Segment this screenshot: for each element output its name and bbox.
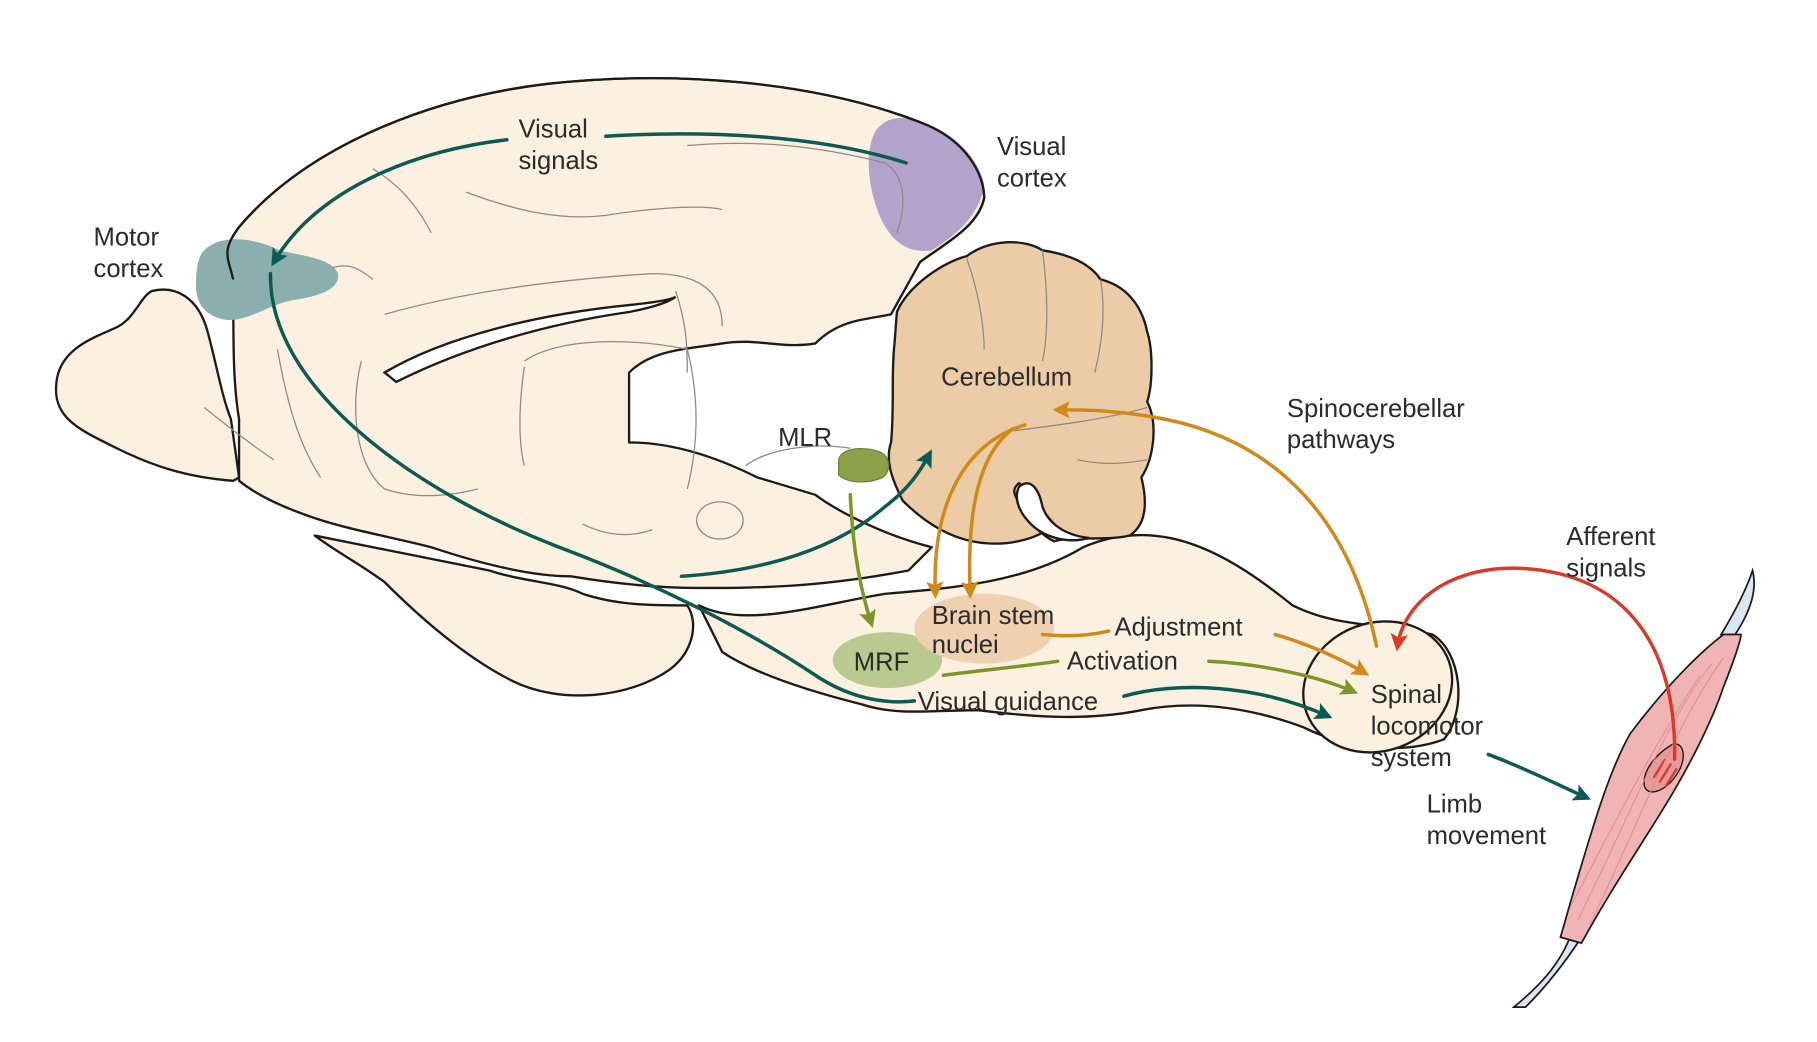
label-brain-stem-nuclei-2: nuclei <box>932 631 999 659</box>
limb-movement-arrow <box>1486 752 1591 801</box>
label-motor-cortex-2: cortex <box>94 255 164 283</box>
cerebellum-feed-path <box>679 449 932 579</box>
label-mrf: MRF <box>854 649 909 677</box>
olfactory-region <box>54 288 241 482</box>
afferent-signals-path <box>1390 566 1677 761</box>
label-afferent-2: signals <box>1566 554 1646 582</box>
temporal-lobe <box>313 534 695 697</box>
label-spinocerebellar-2: pathways <box>1287 426 1395 454</box>
label-spinocerebellar-1: Spinocerebellar <box>1287 395 1465 423</box>
cerebellum-to-nuclei-path-2 <box>960 426 1016 599</box>
visual-guidance-arrow <box>1122 685 1333 719</box>
visual-guidance-path <box>268 271 917 704</box>
adjustment-arrow <box>1273 632 1370 676</box>
mrf-region <box>832 632 943 689</box>
visual-cortex-region <box>868 117 985 251</box>
brain-stem-nuclei-region <box>914 593 1055 664</box>
activation-arrow <box>1207 659 1359 695</box>
label-activation: Activation <box>1067 647 1178 675</box>
label-motor-cortex-1: Motor <box>94 224 160 252</box>
label-limb-2: movement <box>1427 822 1547 850</box>
label-spinal-1: Spinal <box>1371 681 1442 709</box>
label-cerebellum: Cerebellum <box>941 363 1072 391</box>
cerebellum-to-nuclei-path-1 <box>926 423 1027 600</box>
corpus-callosum <box>382 295 677 384</box>
label-brain-stem-nuclei-1: Brain stem <box>932 602 1054 630</box>
label-visual-guidance: Visual guidance <box>918 688 1098 716</box>
label-visual-cortex-2: cortex <box>997 164 1067 192</box>
spinocerebellar-path <box>1052 401 1379 648</box>
label-visual-signals-2: signals <box>518 147 598 175</box>
label-spinal-3: system <box>1371 744 1452 772</box>
cerebellum-region <box>887 241 1155 545</box>
label-limb-1: Limb <box>1427 791 1483 819</box>
visual-signals-path <box>604 132 908 165</box>
motor-cortex-region <box>195 239 339 321</box>
mlr-to-mrf-path <box>848 493 876 628</box>
label-adjustment: Adjustment <box>1115 614 1243 642</box>
label-visual-cortex-1: Visual <box>997 133 1066 161</box>
mlr-region <box>838 448 890 483</box>
label-spinal-2: locomotor <box>1371 713 1484 741</box>
activation-path <box>941 659 1060 678</box>
spinal-cord-section <box>1302 620 1454 754</box>
adjustment-path <box>1040 629 1111 638</box>
label-visual-signals-1: Visual <box>518 115 587 143</box>
label-afferent-1: Afferent <box>1566 523 1655 551</box>
visual-signals-path-arrow <box>271 137 509 267</box>
muscle <box>1511 567 1755 1008</box>
label-mlr: MLR <box>778 424 832 452</box>
